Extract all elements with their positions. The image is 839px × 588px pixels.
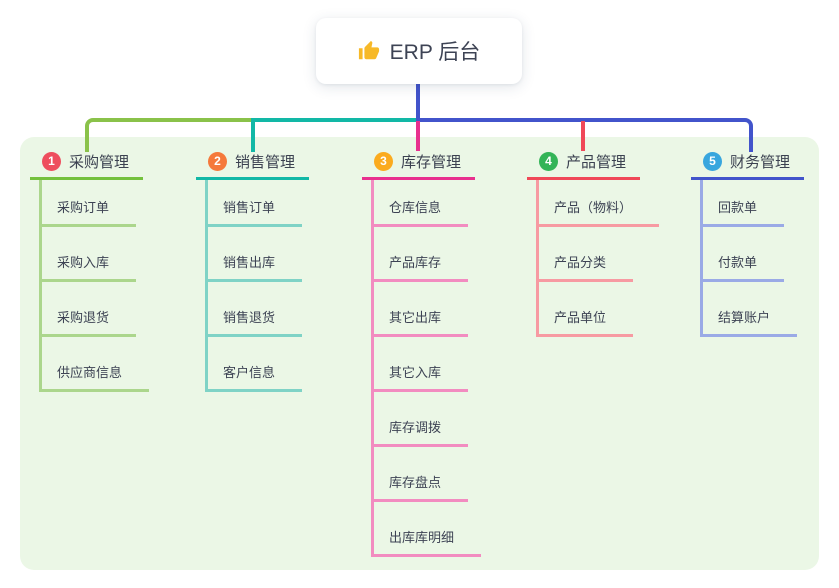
branch-purchase-items: 采购订单 采购入库 采购退货 供应商信息 [39, 180, 150, 392]
connector-branch3-drop [416, 121, 420, 151]
branch-number-badge: 4 [539, 151, 558, 171]
node-item[interactable]: 结算账户 [703, 282, 798, 337]
branch-label-text: 库存管理 [401, 153, 462, 171]
branch-purchase: 1 采购管理 采购订单 采购入库 采购退货 供应商信息 [30, 150, 150, 392]
branches-panel [20, 137, 819, 570]
node-item[interactable]: 采购入库 [42, 227, 137, 282]
node-item[interactable]: 供应商信息 [42, 337, 150, 392]
branch-sales-items: 销售订单 销售出库 销售退货 客户信息 [205, 180, 303, 392]
node-item[interactable]: 销售退货 [208, 282, 303, 337]
branch-label-text: 财务管理 [730, 153, 791, 171]
branch-finance: 5 财务管理 回款单 付款单 结算账户 [691, 150, 805, 337]
branch-product: 4 产品管理 产品（物料） 产品分类 产品单位 [527, 150, 660, 337]
node-item[interactable]: 库存盘点 [374, 447, 469, 502]
branch-label-text: 采购管理 [69, 153, 130, 171]
node-item[interactable]: 销售订单 [208, 180, 303, 227]
branch-number-badge: 2 [208, 151, 227, 171]
branch-inventory: 3 库存管理 仓库信息 产品库存 其它出库 其它入库 库存调拨 库存盘点 出库库… [362, 150, 482, 557]
branch-finance-label[interactable]: 5 财务管理 [691, 150, 805, 180]
connector-branch4-drop [581, 121, 585, 151]
node-item[interactable]: 采购退货 [42, 282, 137, 337]
node-item[interactable]: 出库库明细 [374, 502, 482, 557]
node-item[interactable]: 仓库信息 [374, 180, 469, 227]
branch-number-badge: 3 [374, 151, 393, 171]
branch-label-text: 产品管理 [566, 153, 627, 171]
node-item[interactable]: 其它入库 [374, 337, 469, 392]
node-item[interactable]: 库存调拨 [374, 392, 469, 447]
connector-branch5-elbow [416, 118, 753, 152]
connector-branch1-elbow [85, 118, 253, 152]
branch-sales-label[interactable]: 2 销售管理 [196, 150, 310, 180]
root-title: ERP 后台 [389, 41, 481, 64]
node-item[interactable]: 客户信息 [208, 337, 303, 392]
branch-number-badge: 1 [42, 151, 61, 171]
branch-label-text: 销售管理 [235, 153, 296, 171]
branch-product-items: 产品（物料） 产品分类 产品单位 [536, 180, 660, 337]
node-item[interactable]: 采购订单 [42, 180, 137, 227]
node-item[interactable]: 产品（物料） [539, 180, 660, 227]
branch-sales: 2 销售管理 销售订单 销售出库 销售退货 客户信息 [196, 150, 310, 392]
branch-purchase-label[interactable]: 1 采购管理 [30, 150, 144, 180]
branch-product-label[interactable]: 4 产品管理 [527, 150, 641, 180]
node-item[interactable]: 产品分类 [539, 227, 634, 282]
root-node[interactable]: ERP 后台 [316, 18, 522, 84]
branch-inventory-label[interactable]: 3 库存管理 [362, 150, 476, 180]
thumbs-up-icon [358, 40, 380, 62]
connector-root-stem [416, 84, 420, 121]
node-item[interactable]: 其它出库 [374, 282, 469, 337]
node-item[interactable]: 销售出库 [208, 227, 303, 282]
connector-branch2-line [251, 118, 418, 152]
branch-number-badge: 5 [703, 151, 722, 171]
node-item[interactable]: 产品单位 [539, 282, 634, 337]
node-item[interactable]: 付款单 [703, 227, 785, 282]
node-item[interactable]: 回款单 [703, 180, 785, 227]
branch-inventory-items: 仓库信息 产品库存 其它出库 其它入库 库存调拨 库存盘点 出库库明细 [371, 180, 482, 557]
node-item[interactable]: 产品库存 [374, 227, 469, 282]
branch-finance-items: 回款单 付款单 结算账户 [700, 180, 798, 337]
